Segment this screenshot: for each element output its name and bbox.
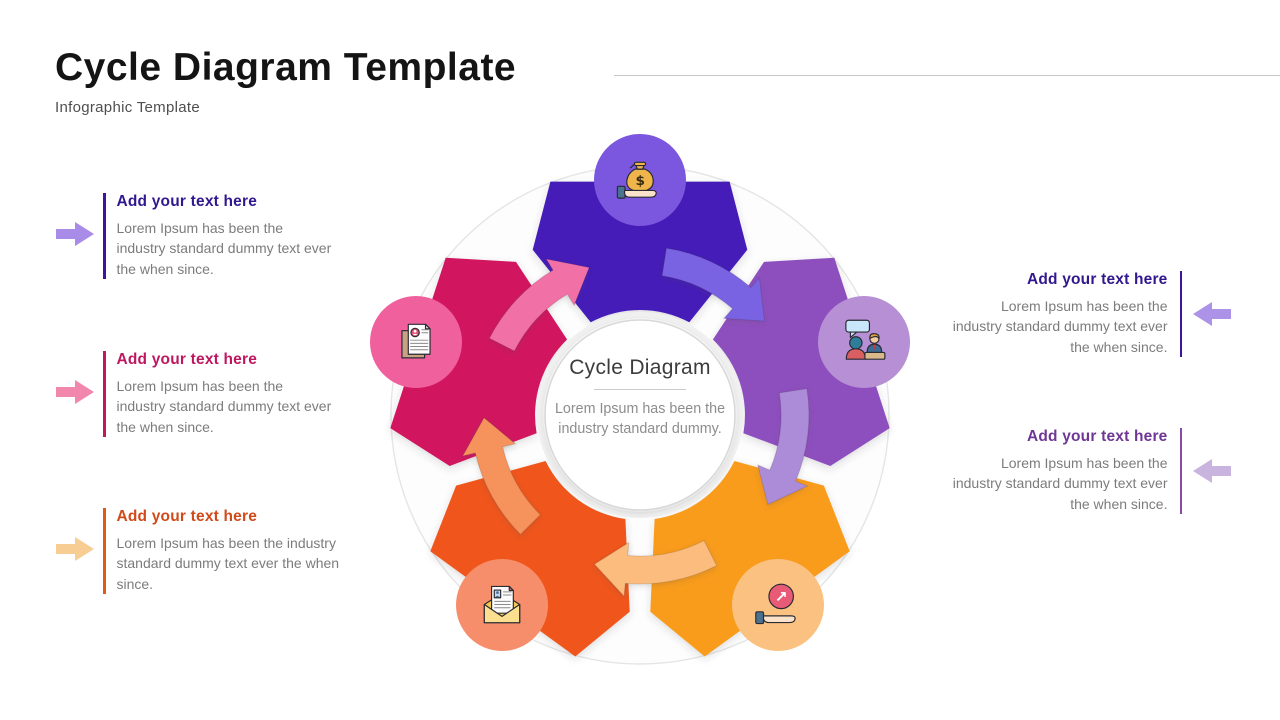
- block-heading: Add your text here: [1026, 271, 1168, 288]
- discussion-icon: [845, 319, 886, 360]
- resume-icon: [401, 323, 431, 359]
- block-body: Lorem Ipsum has been the industry standa…: [116, 378, 332, 435]
- cycle-arrow-top-to-right: [661, 247, 766, 322]
- badge-left: [370, 296, 462, 388]
- block-heading: Add your text here: [116, 351, 258, 368]
- arrow-right-icon: [56, 537, 94, 561]
- block-heading: Add your text here: [116, 193, 258, 210]
- text-block-left-3: Add your text here Lorem Ipsum has been …: [56, 508, 373, 594]
- badge-top: $: [594, 134, 686, 226]
- segment-bottom-right: [650, 461, 850, 657]
- arrow-left-icon: [1193, 459, 1231, 483]
- text-block-left-2: Add your text here Lorem Ipsum has been …: [56, 351, 335, 437]
- page-title: Cycle Diagram Template: [55, 46, 517, 89]
- badge-right: [818, 296, 910, 388]
- block-body: Lorem Ipsum has been the industry standa…: [116, 220, 332, 277]
- block-body: Lorem Ipsum has been the industry standa…: [952, 455, 1168, 512]
- accent-bar: [1179, 271, 1182, 357]
- block-body: Lorem Ipsum has been the industry standa…: [116, 535, 340, 592]
- badge-bottom-right: ↗: [732, 559, 824, 651]
- arrow-left-icon: [1193, 302, 1231, 326]
- block-heading: Add your text here: [116, 508, 258, 525]
- accent-bar: [1179, 428, 1182, 514]
- accent-bar: [103, 508, 106, 594]
- text-block-left-1: Add your text here Lorem Ipsum has been …: [56, 193, 335, 279]
- svg-text:↗: ↗: [775, 588, 788, 606]
- cycle-arrow-bottom-left-to-left: [461, 416, 542, 536]
- arrow-right-icon: [56, 222, 94, 246]
- title-rule: [614, 75, 1280, 76]
- center-divider: [594, 389, 686, 390]
- page-subtitle: Infographic Template: [55, 98, 200, 116]
- cycle-arrows: [461, 247, 810, 598]
- text-block-right-2: Add your text here Lorem Ipsum has been …: [950, 428, 1231, 514]
- accent-bar: [103, 193, 106, 279]
- accent-bar: [103, 351, 106, 437]
- svg-text:$: $: [635, 173, 644, 189]
- text-block-right-1: Add your text here Lorem Ipsum has been …: [950, 271, 1231, 357]
- badge-bottom-left: [456, 559, 548, 651]
- money-hand-icon: $: [616, 161, 657, 199]
- center-body: Lorem Ipsum has been the industry standa…: [554, 401, 726, 438]
- center-circle: [544, 319, 736, 511]
- block-body: Lorem Ipsum has been the industry standa…: [952, 298, 1168, 355]
- header: Cycle Diagram Template Infographic Templ…: [55, 46, 516, 116]
- cycle-arrow-right-to-bottom-right: [757, 388, 810, 506]
- arrow-right-icon: [56, 380, 94, 404]
- center-title: Cycle Diagram: [569, 356, 711, 379]
- center-label: Cycle Diagram Lorem Ipsum has been the i…: [545, 356, 735, 440]
- segment-bottom-left: [430, 461, 630, 657]
- segment-top: [532, 181, 748, 323]
- center-circle-rim: [537, 312, 743, 518]
- cycle-arrow-bottom-right-to-bottom-left: [593, 539, 718, 598]
- growth-icon: ↗: [755, 583, 796, 625]
- mail-icon: [483, 585, 521, 624]
- block-heading: Add your text here: [1026, 428, 1168, 445]
- cycle-arrow-left-to-top: [488, 258, 590, 352]
